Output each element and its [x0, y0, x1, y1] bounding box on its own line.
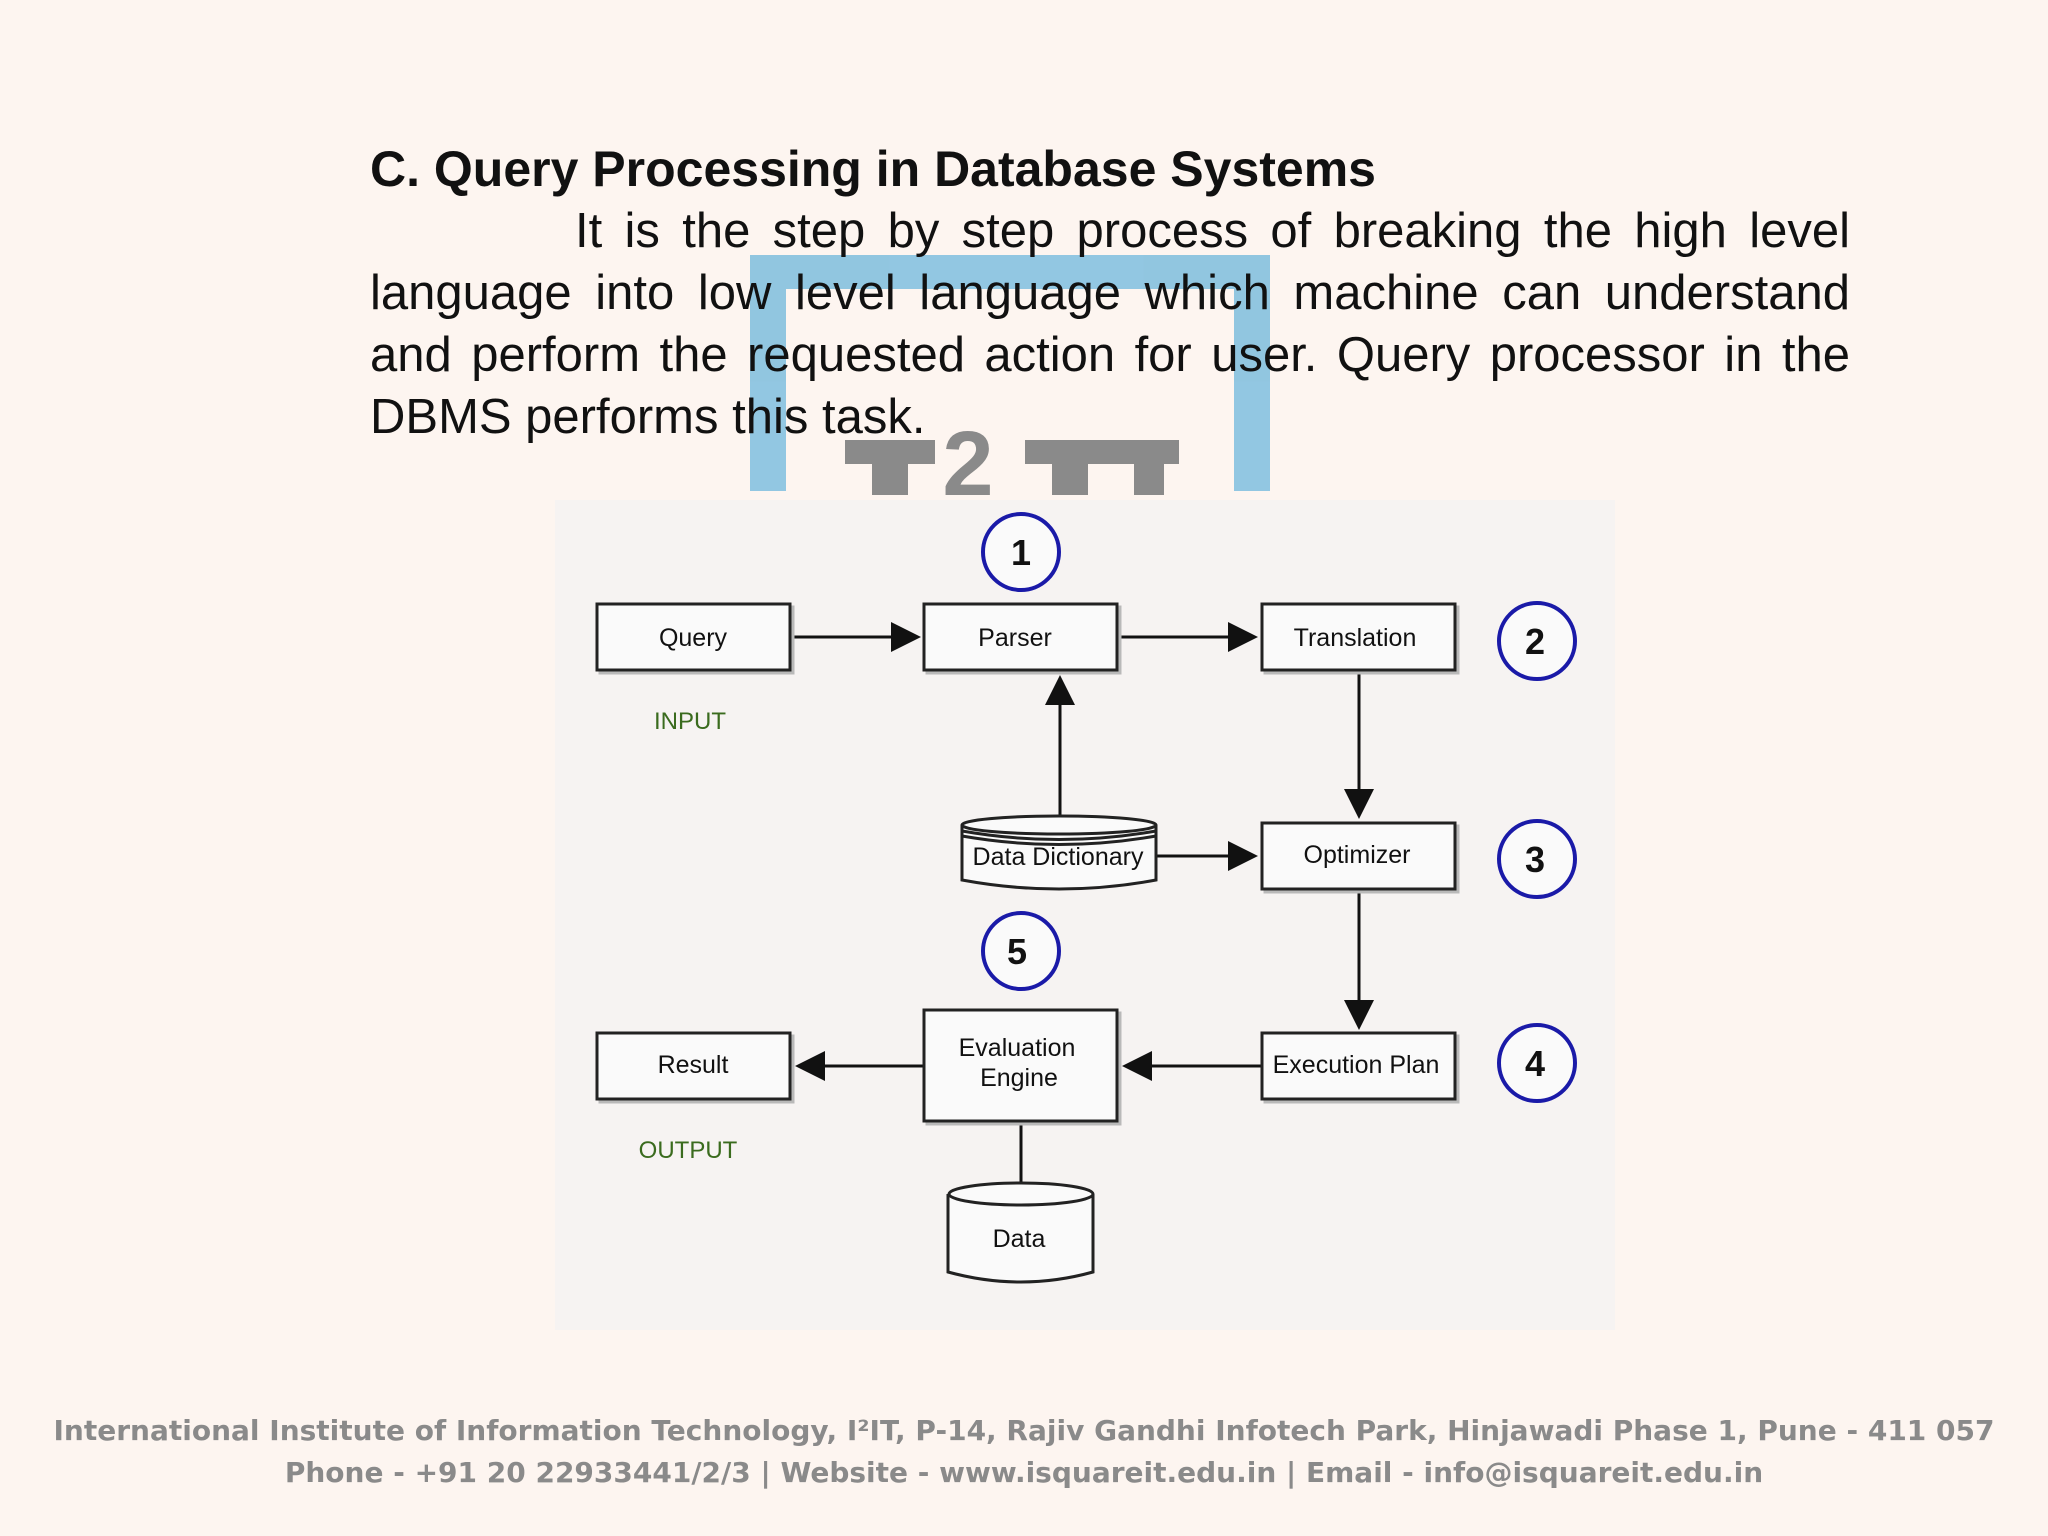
execution-plan-label: Execution Plan: [1273, 1051, 1440, 1079]
result-label: Result: [658, 1051, 729, 1079]
input-label: INPUT: [654, 708, 726, 735]
optimizer-label: Optimizer: [1304, 841, 1411, 869]
step-circles: [981, 512, 1577, 1103]
step-5-number: 5: [1007, 931, 1027, 972]
footer-contact: Phone - +91 20 22933441/2/3 | Website - …: [284, 1456, 1764, 1489]
footer-address: International Institute of Information T…: [53, 1414, 1995, 1447]
footer: International Institute of Information T…: [0, 1410, 2048, 1494]
slide-title: C. Query Processing in Database Systems: [370, 141, 1376, 197]
step-1-circle: [981, 512, 1061, 592]
data-dictionary-label: Data Dictionary: [973, 843, 1144, 871]
execution-plan-box: [1260, 1031, 1457, 1101]
data-cylinder: [946, 1181, 1095, 1284]
data-label: Data: [993, 1225, 1046, 1253]
diagram-boxes: [595, 602, 1457, 1123]
evaluation-engine-box: [922, 1008, 1119, 1123]
step-4-circle: [1497, 1023, 1577, 1103]
step-3-number: 3: [1525, 839, 1545, 880]
evaluation-engine-label-line1: Evaluation: [959, 1034, 1076, 1062]
step-4-number: 4: [1525, 1043, 1545, 1084]
query-label: Query: [659, 624, 728, 652]
step-5-circle: [981, 911, 1061, 991]
result-box: [595, 1031, 792, 1101]
diagram-arrows: [790, 622, 1374, 1196]
step-1-number: 1: [1011, 532, 1031, 573]
step-2-number: 2: [1525, 621, 1545, 662]
slide-body-paragraph: It is the step by step process of breaki…: [370, 204, 1850, 444]
parser-box: [922, 602, 1119, 672]
query-box: [595, 602, 792, 672]
data-dictionary-cylinder: [960, 814, 1158, 891]
optimizer-box: [1260, 821, 1457, 891]
step-2-circle: [1497, 601, 1577, 681]
output-label: OUTPUT: [639, 1137, 738, 1164]
evaluation-engine-label-line2: Engine: [980, 1064, 1058, 1092]
parser-label: Parser: [978, 624, 1052, 652]
translation-box: [1260, 602, 1457, 672]
step-3-circle: [1497, 819, 1577, 899]
translation-label: Translation: [1294, 624, 1417, 652]
